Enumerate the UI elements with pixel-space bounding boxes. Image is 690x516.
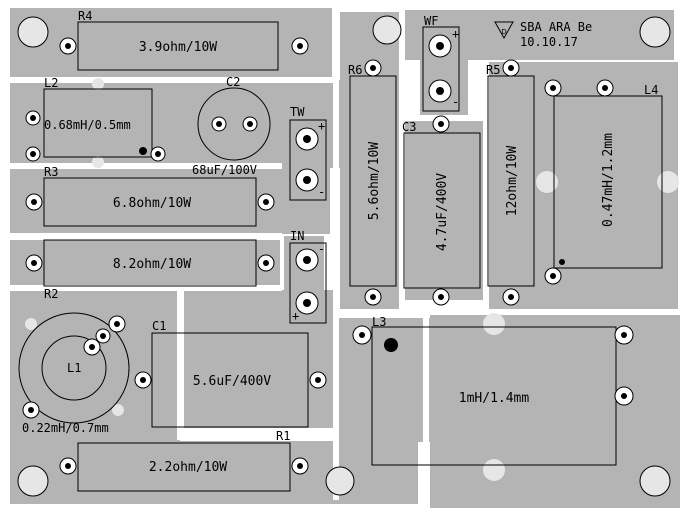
l4-body bbox=[553, 95, 663, 269]
r3-pads bbox=[25, 193, 275, 211]
r6-ref: R6 bbox=[348, 63, 362, 77]
r2-ref: R2 bbox=[44, 287, 58, 301]
wf-pads bbox=[428, 34, 452, 103]
outlines bbox=[18, 21, 663, 492]
copper-l3-zone bbox=[430, 312, 680, 508]
l2-pads bbox=[25, 110, 166, 162]
mount-hole-l4-left bbox=[536, 171, 558, 193]
c3-body bbox=[403, 132, 481, 289]
r1-value: 2.2ohm/10W bbox=[149, 460, 227, 475]
mount-hole-top-left bbox=[17, 16, 49, 48]
isolation-gaps bbox=[10, 10, 680, 510]
tw-minus: - bbox=[318, 185, 325, 199]
c1-pads bbox=[134, 371, 327, 389]
r1-body bbox=[77, 442, 291, 492]
l2-value: 0.68mH/0.5mm bbox=[44, 118, 131, 132]
r5-pads bbox=[502, 59, 520, 306]
in-connector-body bbox=[289, 242, 327, 324]
in-minus: - bbox=[318, 242, 325, 256]
c3-ref: C3 bbox=[402, 120, 416, 134]
company-label: SBA ARA Be bbox=[520, 20, 592, 34]
r2-value: 8.2ohm/10W bbox=[113, 257, 191, 272]
labels: SBA ARA Be 10.10.17 R4 3.9ohm/10W L2 0.6… bbox=[22, 9, 658, 475]
mount-hole-bottom-center bbox=[325, 466, 355, 496]
copper-layer bbox=[10, 8, 680, 508]
warning-triangle-icon: D bbox=[494, 21, 514, 40]
l4-pads bbox=[544, 79, 614, 285]
copper-right-zone bbox=[486, 62, 678, 312]
copper-r2-zone bbox=[10, 240, 280, 286]
mount-hole-top-right bbox=[639, 16, 671, 48]
tw-connector-body bbox=[289, 119, 327, 201]
r1-ref: R1 bbox=[276, 429, 290, 443]
l2-body bbox=[43, 88, 153, 158]
pads bbox=[22, 34, 634, 475]
wf-ref: WF bbox=[424, 14, 438, 28]
svg-text:D: D bbox=[501, 28, 506, 36]
r3-body bbox=[43, 177, 257, 227]
r5-ref: R5 bbox=[486, 63, 500, 77]
mount-hole-l1-b bbox=[112, 404, 124, 416]
r3-ref: R3 bbox=[44, 165, 58, 179]
wf-connector-body bbox=[422, 26, 460, 112]
l1-value: 0.22mH/0.7mm bbox=[22, 421, 109, 435]
date-label: 10.10.17 bbox=[520, 35, 578, 49]
r6-value: 5.6ohm/10W bbox=[367, 142, 382, 220]
l1-body-inner bbox=[41, 335, 107, 401]
l2-ref: L2 bbox=[44, 76, 58, 90]
tw-pads bbox=[295, 127, 319, 192]
r4-body bbox=[77, 21, 279, 71]
in-ref: IN bbox=[290, 229, 304, 243]
in-pads bbox=[295, 248, 319, 315]
mount-hole-bottom-right bbox=[639, 465, 671, 497]
mount-hole-l3-bottom bbox=[483, 459, 505, 481]
mount-hole-l2-top bbox=[92, 78, 104, 90]
mount-hole-l1-a bbox=[25, 318, 37, 330]
c2-ref: C2 bbox=[226, 75, 240, 89]
tw-ref: TW bbox=[290, 105, 305, 119]
c1-value: 5.6uF/400V bbox=[193, 374, 271, 389]
l1-pads bbox=[22, 315, 126, 419]
tw-plus: + bbox=[318, 119, 325, 133]
in-plus: + bbox=[292, 309, 299, 323]
mount-hole-top-center bbox=[372, 15, 402, 45]
r2-body bbox=[43, 239, 257, 287]
r4-value: 3.9ohm/10W bbox=[139, 40, 217, 55]
r5-value: 12ohm/10W bbox=[505, 146, 520, 217]
c3-pads bbox=[432, 115, 450, 306]
r2-pads bbox=[25, 254, 275, 272]
l1-ref: L1 bbox=[67, 361, 81, 375]
c3-value: 4.7uF/400V bbox=[435, 173, 450, 251]
copper-l1-zone bbox=[10, 290, 178, 440]
l3-pads bbox=[352, 325, 634, 406]
l1-body-outer bbox=[18, 312, 130, 424]
r6-pads bbox=[364, 59, 382, 306]
c1-body bbox=[151, 332, 309, 428]
c2-body bbox=[197, 87, 271, 161]
c2-pads bbox=[211, 116, 258, 132]
r1-pads bbox=[59, 457, 309, 475]
copper-r3-zone bbox=[10, 168, 330, 234]
mount-hole-l3-top bbox=[483, 313, 505, 335]
mount-hole-l4-right bbox=[657, 171, 679, 193]
l4-ref: L4 bbox=[644, 83, 658, 97]
mount-hole-l2-bottom bbox=[92, 156, 104, 168]
c2-value: 68uF/100V bbox=[192, 163, 257, 177]
l3-ref: L3 bbox=[372, 315, 386, 329]
mount-hole-bottom-left bbox=[17, 465, 49, 497]
wf-plus: + bbox=[452, 27, 459, 41]
r4-ref: R4 bbox=[78, 9, 92, 23]
r4-pads bbox=[59, 37, 309, 55]
wf-minus: - bbox=[452, 95, 459, 109]
l4-value: 0.47mH/1.2mm bbox=[601, 133, 616, 227]
r3-value: 6.8ohm/10W bbox=[113, 196, 191, 211]
copper-c3-zone bbox=[396, 120, 486, 300]
copper-l3-left bbox=[338, 318, 430, 442]
l3-value: 1mH/1.4mm bbox=[459, 391, 530, 406]
c1-ref: C1 bbox=[152, 319, 166, 333]
